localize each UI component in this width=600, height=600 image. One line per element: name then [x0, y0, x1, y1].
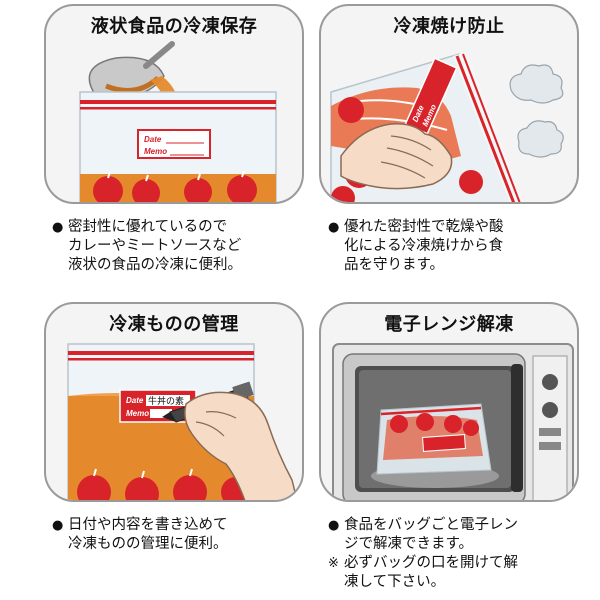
panel-microwave-defrost: 電子レンジ解凍	[319, 302, 579, 502]
zipper-bag	[376, 403, 492, 475]
sealed-bag-illustration: Date Memo	[330, 52, 564, 202]
bullet-icon: ●	[52, 518, 64, 533]
bullet-icon: ●	[328, 220, 340, 235]
panel-title: 電子レンジ解凍	[384, 314, 514, 335]
label-date: Date	[144, 135, 162, 144]
apple-icon	[390, 413, 479, 436]
bullet-icon: ●	[328, 518, 340, 533]
desc-line: 密封性に優れているので	[68, 219, 228, 235]
hand-icon	[184, 391, 298, 500]
panel-title: 液状食品の冷凍保存	[90, 16, 258, 37]
label-memo: Memo	[144, 147, 167, 156]
label-memo: Memo	[126, 409, 149, 418]
desc-line: ジで解凍できます。	[344, 536, 474, 552]
microwave-illustration	[332, 343, 574, 500]
description-liquid-food: ● 密封性に優れているので カレーやミートソースなど 液状の食品の冷凍に便利。	[52, 218, 242, 275]
desc-line: 化による冷凍焼けから食	[344, 238, 504, 254]
desc-line: 冷凍ものの管理に便利。	[68, 536, 228, 552]
label-writing-illustration: Date Memo 牛丼の素	[67, 343, 298, 500]
description-freezer-burn: ● 優れた密封性で乾燥や酸 化による冷凍焼けから食 品を守ります。	[328, 218, 504, 275]
panel-title: 冷凍焼け防止	[393, 16, 505, 37]
note-mark-icon: ※	[328, 556, 339, 571]
desc-line: 日付や内容を書き込めて	[68, 517, 228, 533]
desc-line: カレーやミートソースなど	[68, 238, 242, 254]
note-line: 凍して下さい。	[344, 574, 446, 590]
hand-icon	[340, 122, 453, 190]
panel-liquid-food-storage: 液状食品の冷凍保存 Date Memo	[44, 4, 304, 204]
panel-frozen-item-management: 冷凍ものの管理 Date Memo 牛丼の素	[44, 302, 304, 502]
label-written-text: 牛丼の素	[148, 395, 184, 407]
bullet-icon: ●	[52, 220, 64, 235]
panel-freezer-burn-prevention: 冷凍焼け防止 Date Memo	[319, 4, 579, 204]
desc-line: 液状の食品の冷凍に便利。	[68, 257, 242, 273]
panel-title: 冷凍ものの管理	[109, 314, 239, 335]
label-date: Date	[126, 396, 144, 405]
desc-line: 優れた密封性で乾燥や酸	[344, 219, 504, 235]
apple-icon	[93, 175, 257, 202]
desc-line: 品を守ります。	[344, 257, 445, 273]
liquid-bag-illustration: Date Memo	[79, 41, 277, 202]
description-management: ● 日付や内容を書き込めて 冷凍ものの管理に便利。	[52, 516, 228, 554]
steam-icon	[509, 64, 564, 158]
note-line: 必ずバッグの口を開けて解	[344, 555, 518, 571]
description-microwave: ● 食品をバッグごと電子レン ジで解凍できます。 ※ 必ずバッグの口を開けて解 凍し…	[328, 516, 518, 592]
desc-line: 食品をバッグごと電子レン	[344, 517, 518, 533]
